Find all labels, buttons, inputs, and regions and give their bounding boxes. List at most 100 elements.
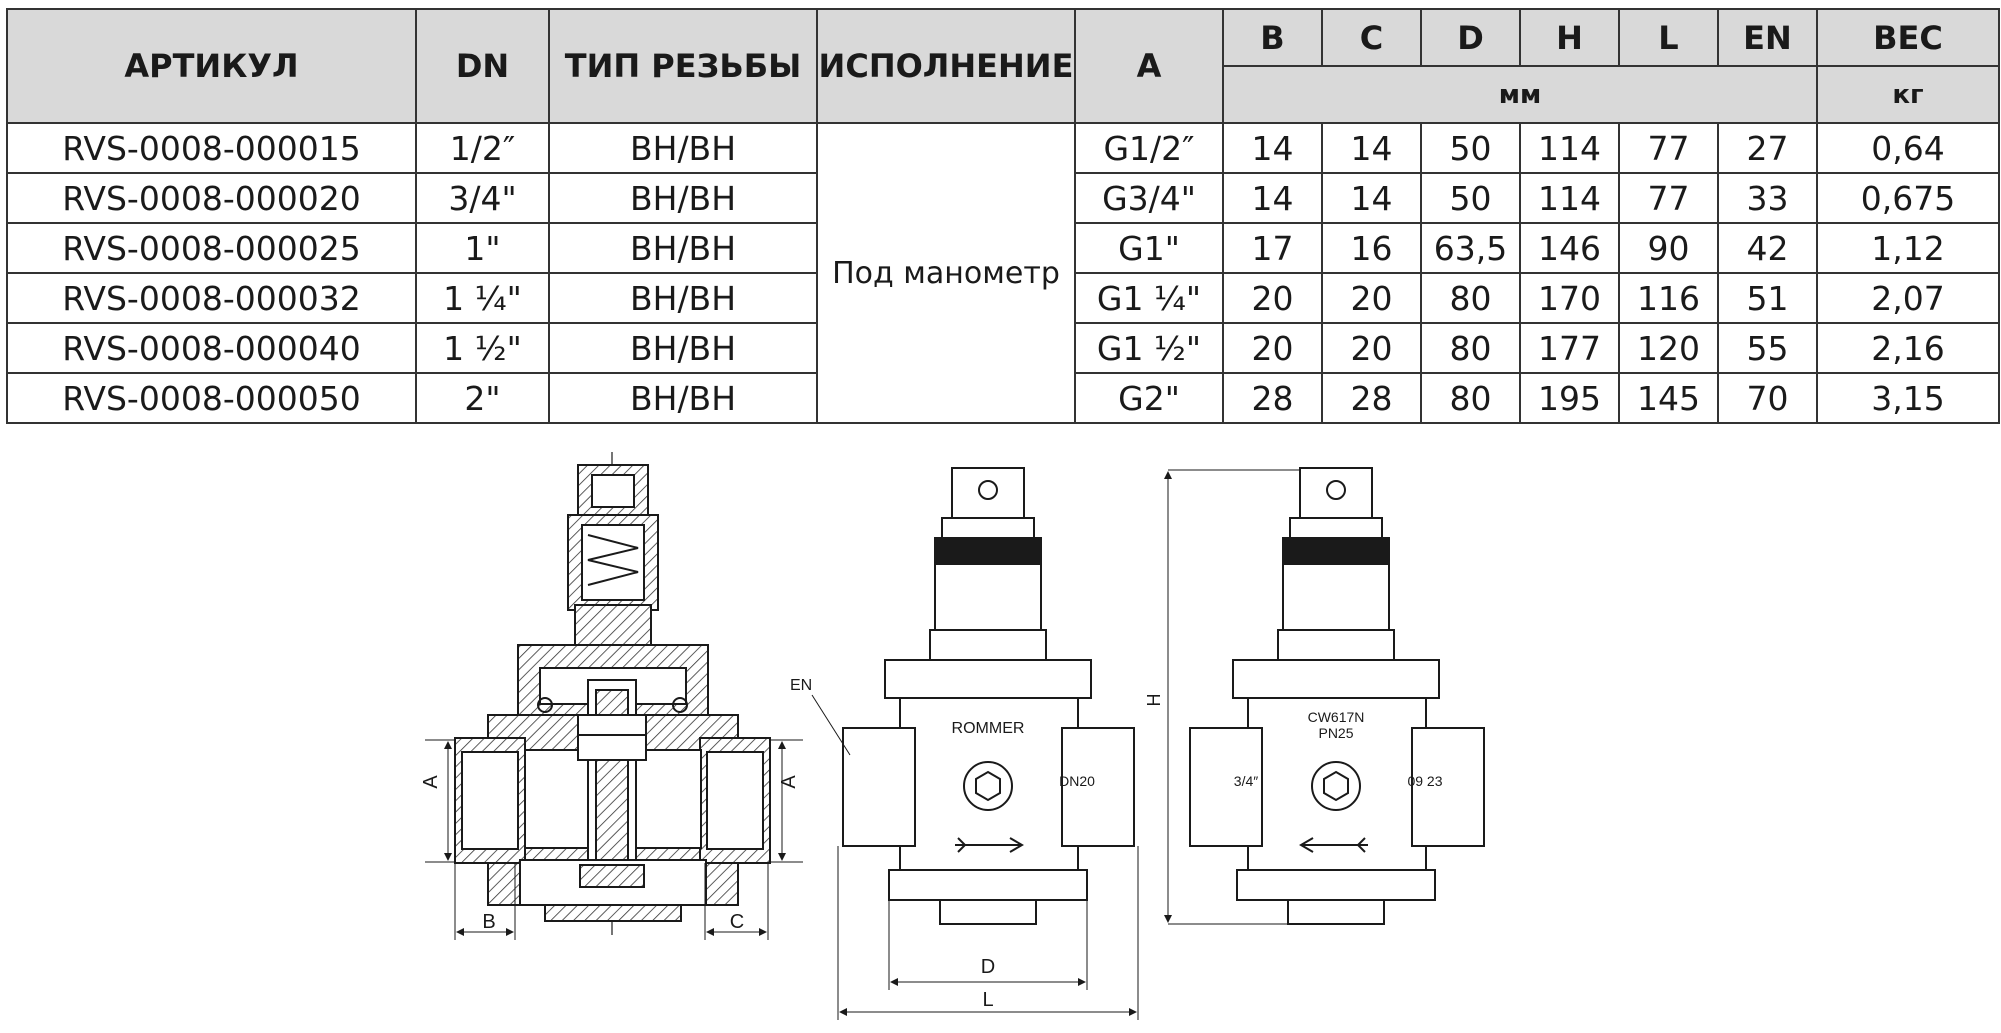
header-en: EN <box>1717 8 1818 67</box>
cell-d: 63,5 <box>1420 222 1521 274</box>
cell-h: 114 <box>1519 122 1620 174</box>
cell-thread: ВН/ВН <box>548 172 818 224</box>
header-c: C <box>1321 8 1422 67</box>
cell-article: RVS-0008-000015 <box>6 122 417 174</box>
section-view <box>425 452 803 940</box>
cell-weight: 0,64 <box>1816 122 2000 174</box>
cell-b: 17 <box>1222 222 1323 274</box>
cell-a: G3/4" <box>1074 172 1224 224</box>
cell-weight: 3,15 <box>1816 372 2000 424</box>
cell-a: G1 ¼" <box>1074 272 1224 324</box>
dim-label-d: D <box>981 956 995 978</box>
dim-label-en: EN <box>790 677 812 694</box>
cell-a: G1/2″ <box>1074 122 1224 174</box>
cell-b: 20 <box>1222 322 1323 374</box>
table-row: RVS-0008-000020 3/4" ВН/ВН G3/4" 14 14 5… <box>6 172 2000 224</box>
cell-l: 145 <box>1618 372 1719 424</box>
table-row: RVS-0008-000025 1" ВН/ВН G1" 17 16 63,5 … <box>6 222 2000 274</box>
cell-l: 120 <box>1618 322 1719 374</box>
cell-thread: ВН/ВН <box>548 272 818 324</box>
header-article: АРТИКУЛ <box>6 8 417 124</box>
cell-en: 33 <box>1717 172 1818 224</box>
unit-kg: кг <box>1816 65 2000 124</box>
back-material-text: CW617N <box>1308 709 1365 725</box>
cell-dn: 3/4" <box>415 172 550 224</box>
table-row: RVS-0008-000050 2" ВН/ВН G2" 28 28 80 19… <box>6 372 2000 424</box>
cell-weight: 2,16 <box>1816 322 2000 374</box>
cell-d: 80 <box>1420 272 1521 324</box>
cell-variant: Под манометр <box>816 122 1076 424</box>
cell-c: 28 <box>1321 372 1422 424</box>
header-b: B <box>1222 8 1323 67</box>
cell-b: 20 <box>1222 272 1323 324</box>
dim-label-l: L <box>982 989 993 1011</box>
header-weight: ВЕС <box>1816 8 2000 67</box>
cell-article: RVS-0008-000040 <box>6 322 417 374</box>
cell-c: 14 <box>1321 172 1422 224</box>
cell-d: 80 <box>1420 372 1521 424</box>
cell-h: 114 <box>1519 172 1620 224</box>
cell-h: 170 <box>1519 272 1620 324</box>
cell-thread: ВН/ВН <box>548 322 818 374</box>
header-dn: DN <box>415 8 550 124</box>
front-size-text: DN20 <box>1059 773 1095 789</box>
cell-en: 42 <box>1717 222 1818 274</box>
cell-thread: ВН/ВН <box>548 222 818 274</box>
cell-d: 50 <box>1420 122 1521 174</box>
cell-thread: ВН/ВН <box>548 372 818 424</box>
front-view <box>811 467 1139 1020</box>
cell-en: 27 <box>1717 122 1818 174</box>
cell-dn: 1/2″ <box>415 122 550 174</box>
unit-mm: мм <box>1222 65 1818 124</box>
cell-c: 16 <box>1321 222 1422 274</box>
front-brand-text: ROMMER <box>952 720 1025 737</box>
cell-weight: 0,675 <box>1816 172 2000 224</box>
cell-dn: 1 ¼" <box>415 272 550 324</box>
header-l: L <box>1618 8 1719 67</box>
header-thread-type: ТИП РЕЗЬБЫ <box>548 8 818 124</box>
cell-d: 50 <box>1420 172 1521 224</box>
cell-h: 146 <box>1519 222 1620 274</box>
cell-l: 116 <box>1618 272 1719 324</box>
header-a: A <box>1074 8 1224 124</box>
back-thread-text: 3/4″ <box>1234 773 1258 789</box>
dim-label-b: B <box>482 911 495 933</box>
table-row: RVS-0008-000040 1 ½" ВН/ВН G1 ½" 20 20 8… <box>6 322 2000 374</box>
cell-a: G1 ½" <box>1074 322 1224 374</box>
cell-l: 77 <box>1618 122 1719 174</box>
cell-l: 90 <box>1618 222 1719 274</box>
dim-label-a-left: A <box>420 775 442 789</box>
cell-c: 20 <box>1321 272 1422 324</box>
table-row: RVS-0008-000015 1/2″ ВН/ВН Под манометр … <box>6 122 2000 424</box>
spec-table: АРТИКУЛ DN ТИП РЕЗЬБЫ ИСПОЛНЕНИЕ A B C D… <box>6 8 2000 424</box>
cell-l: 77 <box>1618 172 1719 224</box>
cell-c: 14 <box>1321 122 1422 174</box>
cell-article: RVS-0008-000025 <box>6 222 417 274</box>
cell-b: 28 <box>1222 372 1323 424</box>
cell-article: RVS-0008-000032 <box>6 272 417 324</box>
header-variant: ИСПОЛНЕНИЕ <box>816 8 1076 124</box>
cell-a: G1" <box>1074 222 1224 274</box>
cell-b: 14 <box>1222 122 1323 174</box>
cell-en: 55 <box>1717 322 1818 374</box>
back-date-text: 09 23 <box>1407 773 1442 789</box>
cell-thread: ВН/ВН <box>548 122 818 174</box>
cell-en: 70 <box>1717 372 1818 424</box>
cell-h: 195 <box>1519 372 1620 424</box>
cell-article: RVS-0008-000050 <box>6 372 417 424</box>
table-row: RVS-0008-000032 1 ¼" ВН/ВН G1 ¼" 20 20 8… <box>6 272 2000 324</box>
cell-d: 80 <box>1420 322 1521 374</box>
back-view <box>1164 467 1485 925</box>
back-pressure-text: PN25 <box>1318 725 1353 741</box>
cell-weight: 1,12 <box>1816 222 2000 274</box>
dim-label-a-right: A <box>778 775 800 789</box>
cell-dn: 2" <box>415 372 550 424</box>
cell-en: 51 <box>1717 272 1818 324</box>
cell-b: 14 <box>1222 172 1323 224</box>
cell-article: RVS-0008-000020 <box>6 172 417 224</box>
cell-dn: 1 ½" <box>415 322 550 374</box>
cell-h: 177 <box>1519 322 1620 374</box>
dim-label-c: C <box>730 911 744 933</box>
dim-label-h: H <box>1144 694 1164 707</box>
header-h: H <box>1519 8 1620 67</box>
